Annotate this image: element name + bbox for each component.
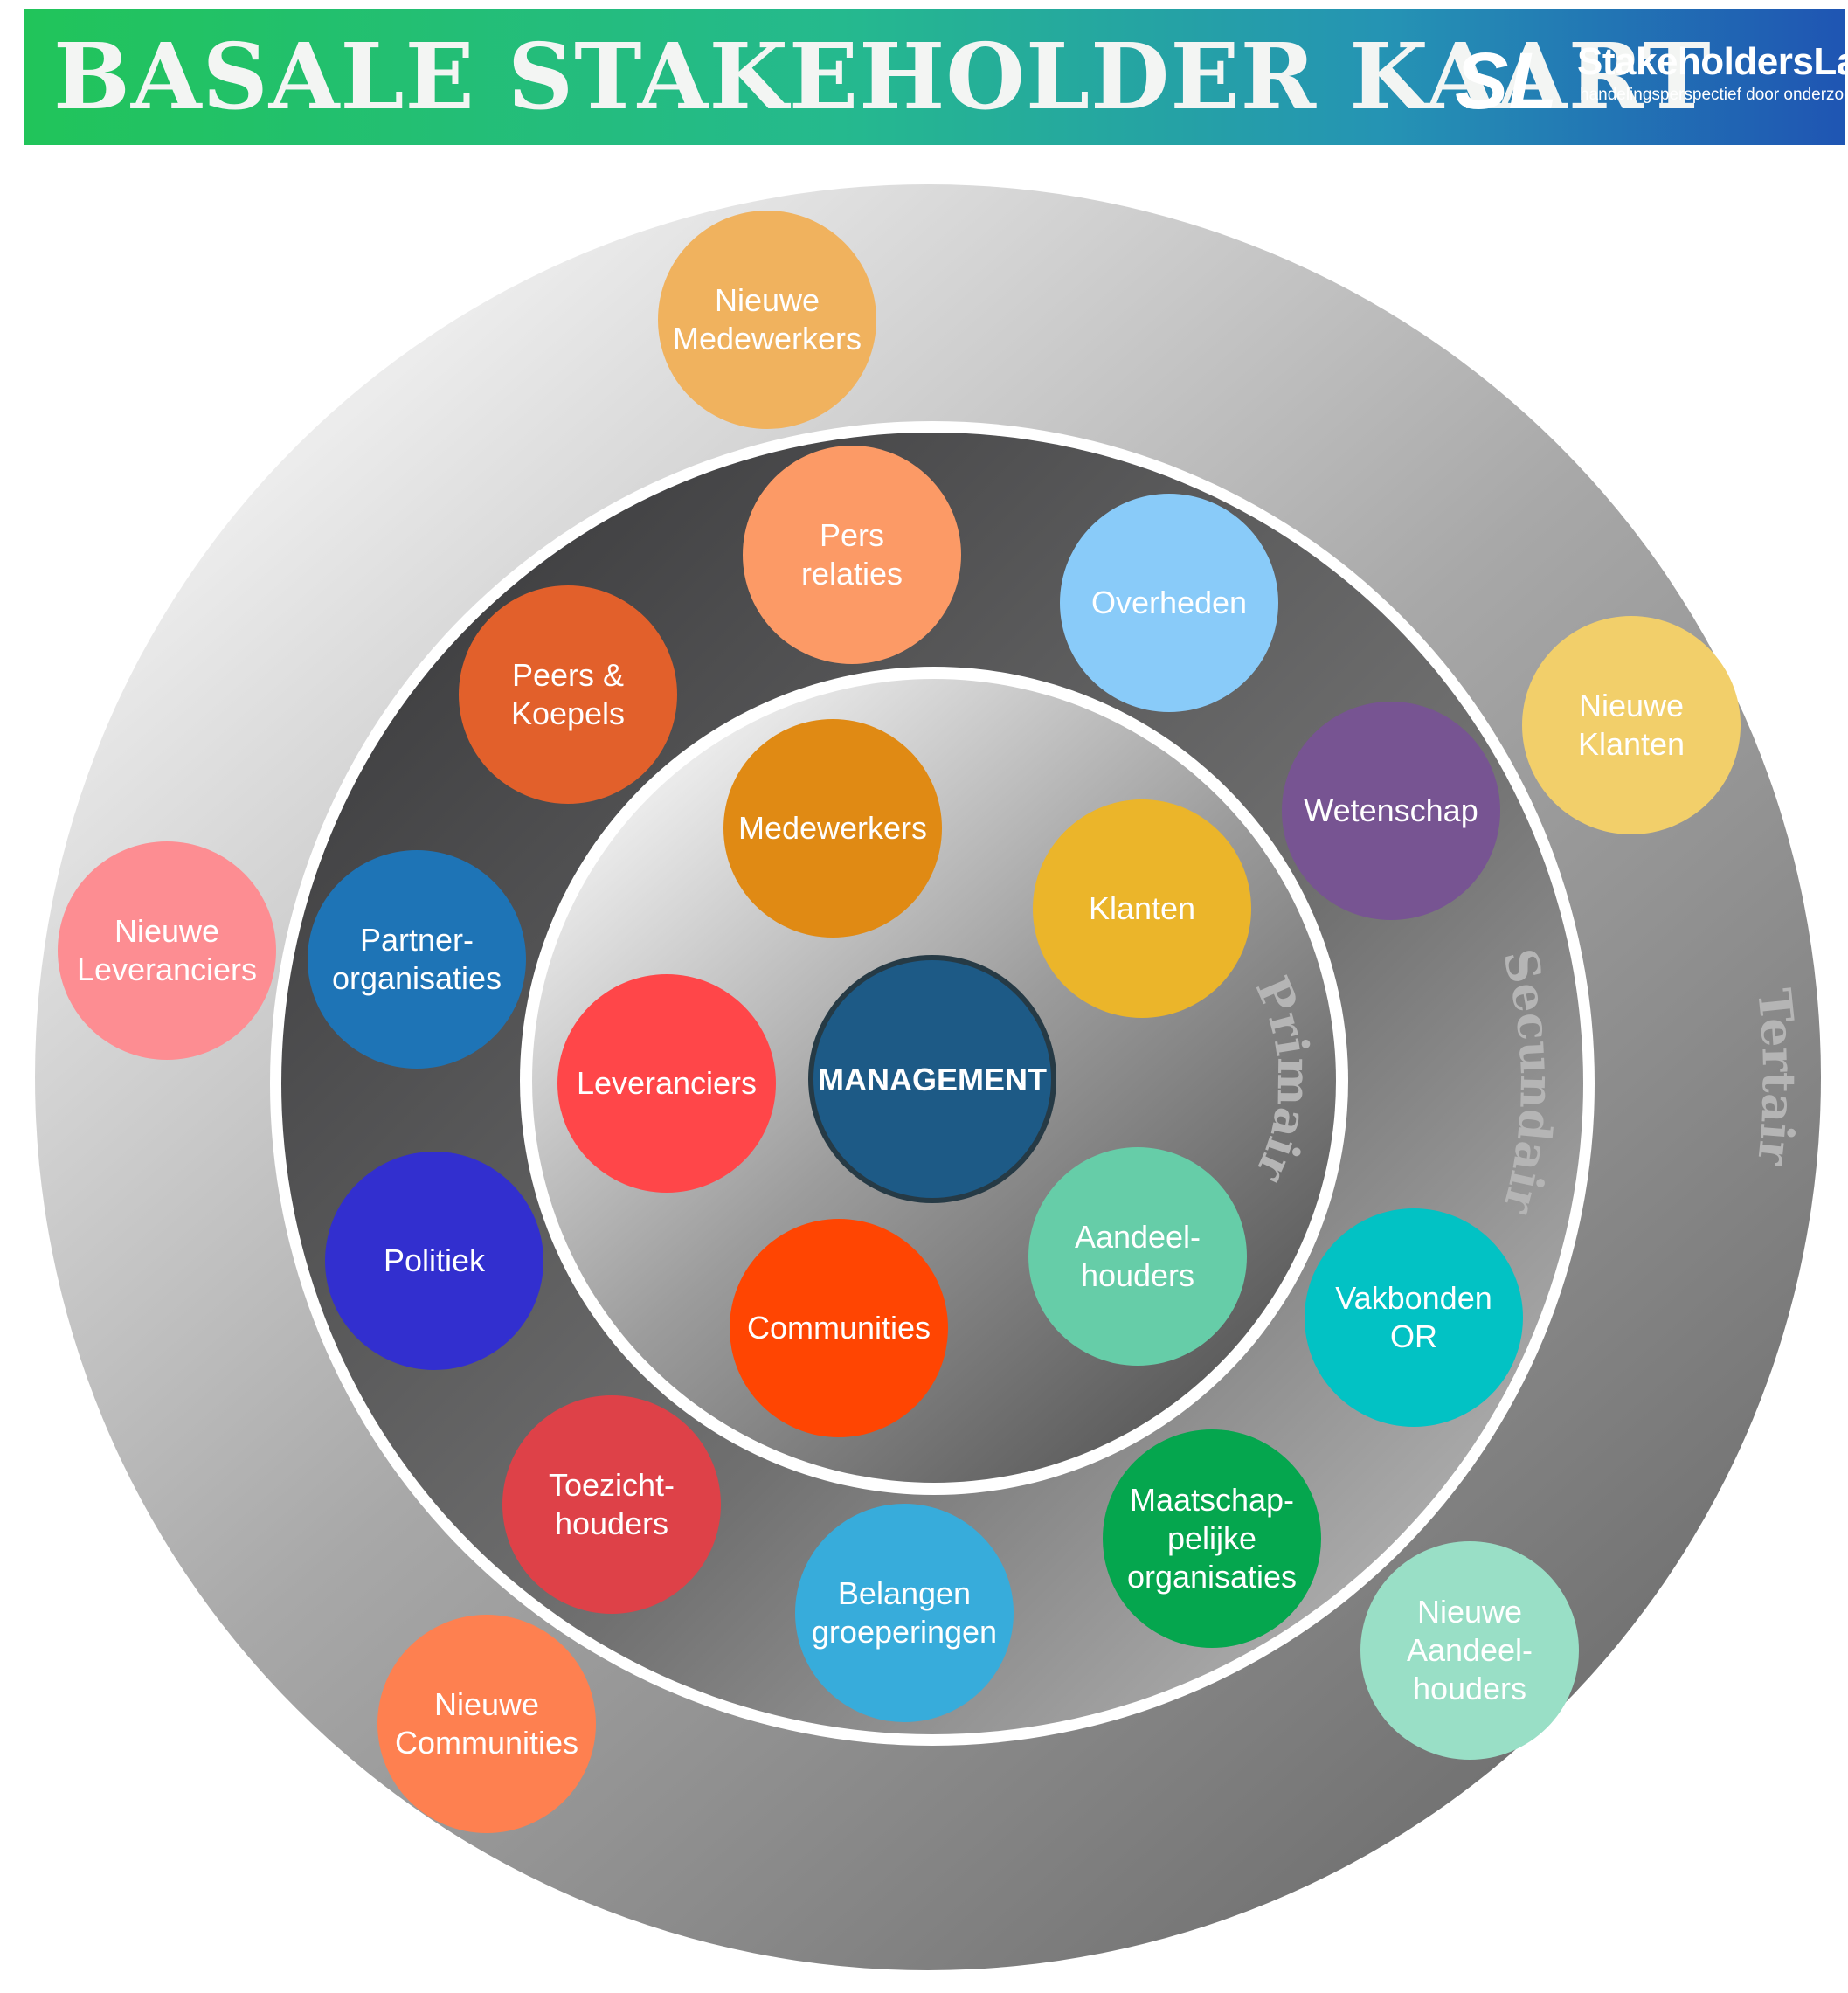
stakeholder-label: organisaties: [1127, 1559, 1297, 1595]
stakeholder-nodes: MedewerkersKlantenAandeel-houdersCommuni…: [58, 211, 1741, 1833]
stakeholder-peers-koepels: Peers &Koepels: [459, 585, 677, 804]
stakeholder-circle: [1305, 1208, 1523, 1427]
stakeholder-label: Nieuwe: [715, 282, 820, 318]
stakeholder-communities: Communities: [730, 1219, 948, 1437]
stakeholder-label: houders: [1081, 1257, 1194, 1293]
logo-mark-icon: SL: [1455, 45, 1558, 119]
brand-logo: SL StakeholdersLab handelingsperspectief…: [1455, 40, 1848, 122]
stakeholder-circle: [308, 850, 526, 1069]
stakeholder-circle: [459, 585, 677, 804]
management-label: MANAGEMENT: [818, 1062, 1047, 1097]
stakeholder-circle: [1282, 702, 1500, 920]
stakeholder-label: Peers &: [512, 657, 624, 693]
logo-initials: SL: [1455, 45, 1558, 119]
stakeholder-circle: [325, 1152, 543, 1370]
stakeholder-circle: [723, 719, 942, 938]
header-banner: BASALE STAKEHOLDER KAART SL Stakeholders…: [24, 9, 1848, 145]
stakeholder-label: Pers: [820, 517, 884, 553]
stakeholder-label: Klanten: [1089, 890, 1195, 926]
management-circle-fill: [813, 960, 1051, 1198]
stakeholder-label: Nieuwe: [1579, 688, 1684, 723]
stakeholder-label: Vakbonden: [1335, 1280, 1492, 1316]
stakeholder-overheden: Overheden: [1060, 494, 1278, 712]
stakeholder-partner-organisaties: Partner-organisaties: [308, 850, 526, 1069]
stakeholder-label: Leveranciers: [77, 952, 257, 987]
brand-name: StakeholdersLab: [1577, 40, 1848, 83]
stakeholder-circle: [730, 1219, 948, 1437]
stakeholder-label: houders: [555, 1505, 668, 1541]
stakeholder-label: Nieuwe: [1417, 1594, 1522, 1630]
stakeholder-label: Aandeel-: [1075, 1219, 1201, 1255]
stakeholder-circle: [58, 841, 276, 1060]
stakeholder-label: Communities: [395, 1725, 578, 1761]
stakeholder-circle: [1060, 494, 1278, 712]
stakeholder-circle: [557, 974, 776, 1193]
stakeholder-leveranciers: Leveranciers: [557, 974, 776, 1193]
stakeholder-aandeelhouders: Aandeel-houders: [1028, 1147, 1247, 1366]
stakeholder-circle: [1522, 616, 1741, 834]
stakeholder-medewerkers: Medewerkers: [723, 719, 942, 938]
stakeholder-label: groeperingen: [812, 1614, 997, 1650]
management-node: MANAGEMENT: [808, 955, 1056, 1203]
page-title: BASALE STAKEHOLDER KAART: [53, 23, 1712, 130]
stakeholder-circle: [795, 1504, 1014, 1722]
stakeholder-wetenschap: Wetenschap: [1282, 702, 1500, 920]
stakeholder-label: Overheden: [1091, 585, 1247, 620]
stakeholder-circle: [658, 211, 876, 429]
stakeholder-circle: [1033, 799, 1251, 1018]
stakeholder-klanten: Klanten: [1033, 799, 1251, 1018]
stakeholder-circle: [502, 1395, 721, 1614]
stakeholder-label: Koepels: [511, 695, 625, 731]
stakeholder-politiek: Politiek: [325, 1152, 543, 1370]
stakeholder-label: Toezicht-: [549, 1467, 675, 1503]
stakeholder-circle: [1103, 1429, 1321, 1648]
stakeholder-label: organisaties: [332, 960, 502, 996]
stakeholder-label: OR: [1390, 1318, 1437, 1354]
stakeholder-label: pelijke: [1167, 1520, 1256, 1556]
stakeholder-circle: [1028, 1147, 1247, 1366]
stakeholder-circle: [377, 1615, 596, 1833]
stakeholder-label: Communities: [747, 1310, 931, 1346]
stakeholder-label: Nieuwe: [434, 1686, 539, 1722]
stakeholder-label: Leveranciers: [577, 1065, 757, 1101]
stakeholder-label: Aandeel-: [1407, 1632, 1533, 1668]
stakeholder-circle: [1360, 1541, 1579, 1760]
stakeholder-label: Medewerkers: [738, 810, 927, 846]
stakeholder-label: Politiek: [384, 1242, 486, 1278]
stakeholder-label: relaties: [801, 556, 903, 592]
stakeholder-label: houders: [1413, 1671, 1526, 1706]
stakeholder-label: Maatschap-: [1130, 1482, 1294, 1518]
stakeholder-label: Partner-: [360, 922, 474, 958]
stakeholder-label: Nieuwe: [114, 913, 219, 949]
stakeholder-label: Medewerkers: [673, 321, 862, 356]
stakeholder-label: Wetenschap: [1304, 792, 1478, 828]
stakeholder-label: Klanten: [1578, 726, 1685, 762]
stakeholder-label: Belangen: [838, 1575, 971, 1611]
stakeholder-circle: [743, 446, 961, 664]
stakeholder-toezichthouders: Toezicht-houders: [502, 1395, 721, 1614]
brand-tagline: handelingsperspectief door onderzoek: [1580, 86, 1848, 104]
